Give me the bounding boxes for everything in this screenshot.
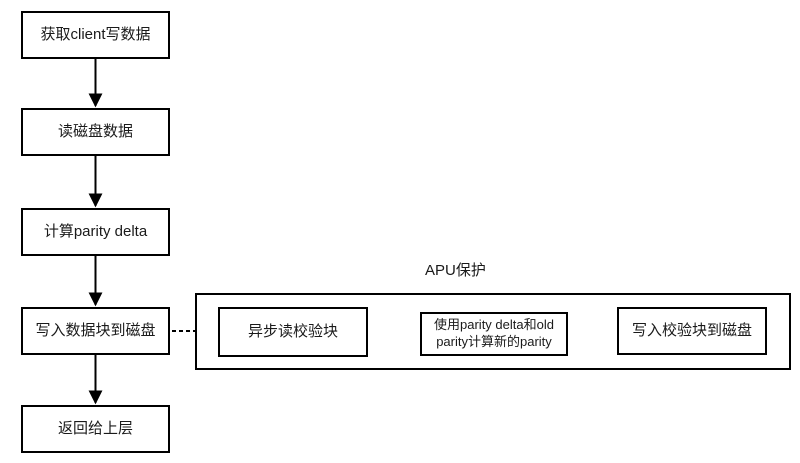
node-calc-new-parity: 使用parity delta和old parity计算新的parity — [420, 312, 568, 356]
node-return-to-upper-layer: 返回给上层 — [21, 405, 170, 453]
node-write-parity-block-to-disk: 写入校验块到磁盘 — [617, 307, 767, 355]
node-write-data-block-to-disk: 写入数据块到磁盘 — [21, 307, 170, 355]
node-async-read-parity-block: 异步读校验块 — [218, 307, 368, 357]
node-get-client-write-data: 获取client写数据 — [21, 11, 170, 59]
node-calc-parity-delta: 计算parity delta — [21, 208, 170, 256]
node-read-disk-data: 读磁盘数据 — [21, 108, 170, 156]
apu-group-label: APU保护 — [425, 262, 486, 279]
